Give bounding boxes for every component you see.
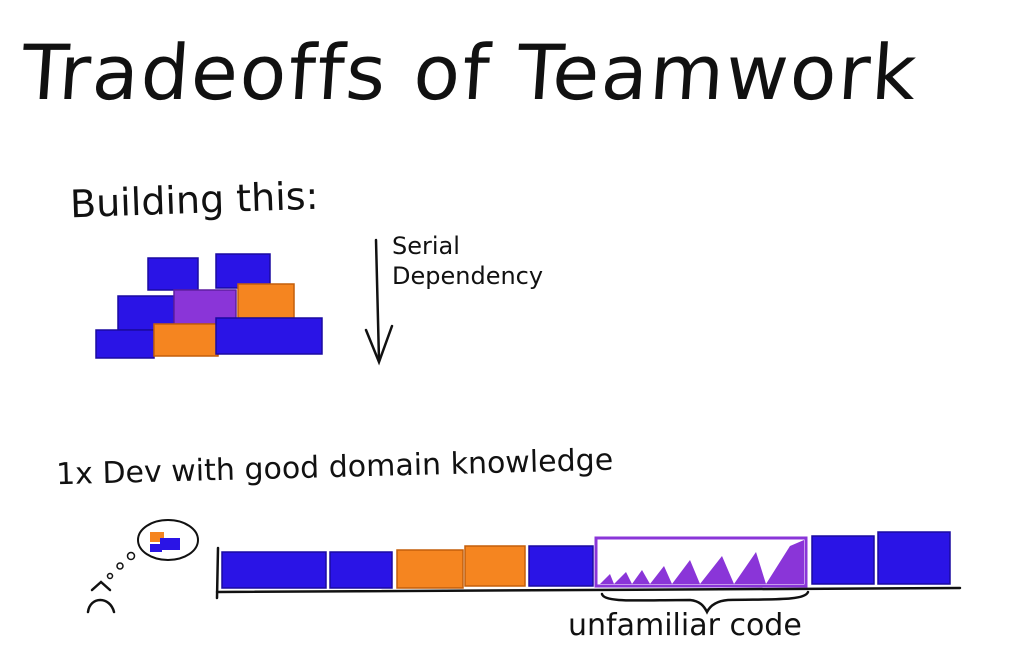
timeline-block-blue [811, 535, 875, 585]
thought-bubble-icon [106, 519, 199, 580]
timeline-block-blue [528, 545, 594, 587]
unfamiliar-code-label: unfamiliar code [568, 608, 802, 643]
dependency-label-line1: Serial [392, 232, 460, 260]
pyramid-row-bottom [95, 317, 323, 359]
timeline-block-unfamiliar [594, 536, 808, 588]
block-blue [215, 253, 271, 289]
block-orange [237, 283, 295, 319]
unfamiliar-brace [600, 590, 810, 615]
timeline-block-blue [877, 531, 951, 585]
block-blue [95, 329, 155, 359]
person-head-icon [86, 580, 116, 614]
timeline-block-orange [464, 545, 526, 587]
dependency-label-line2: Dependency [392, 262, 544, 290]
timeline-block-blue [221, 551, 327, 589]
block-orange [153, 323, 219, 357]
timeline-block-blue [329, 551, 393, 589]
timeline-block-orange [396, 549, 464, 589]
down-arrow-icon [364, 238, 394, 366]
block-blue [147, 257, 199, 291]
block-pyramid [95, 253, 323, 359]
block-blue [215, 317, 323, 355]
timeline-axis [215, 546, 962, 600]
timeline-segments [221, 531, 951, 589]
